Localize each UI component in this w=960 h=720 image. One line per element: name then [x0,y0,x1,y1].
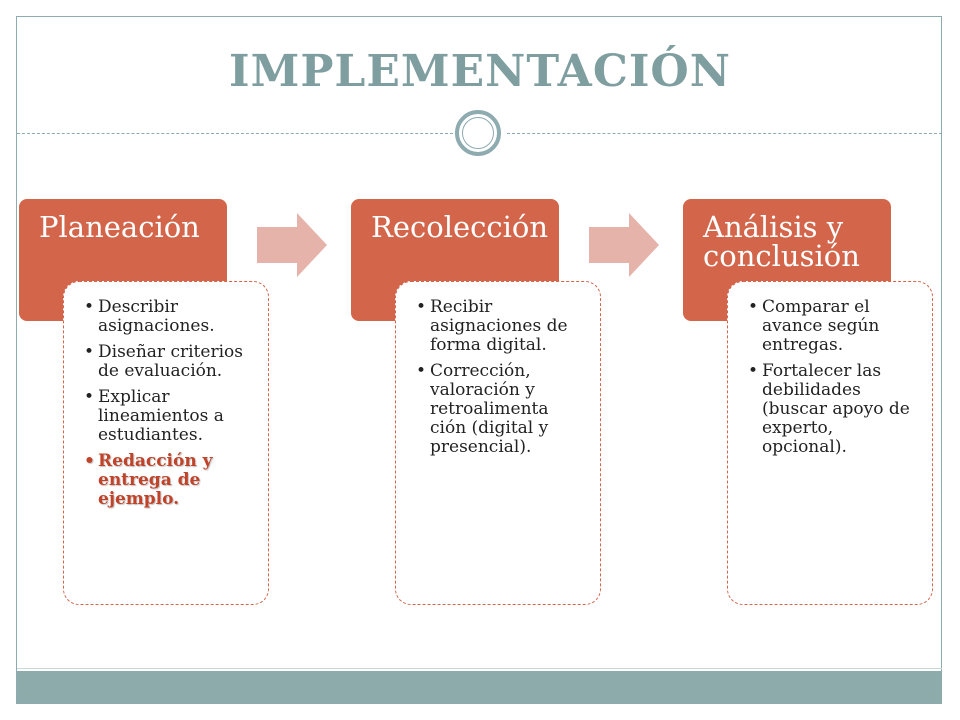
step-content-planeacion: Describir asignaciones. Diseñar criterio… [63,281,269,605]
title-divider-right [507,133,942,134]
list-item: Comparar el avance según entregas. [742,298,918,355]
step-content-recoleccion: Recibir asignaciones de forma digital. C… [395,281,601,605]
arrow-right-icon [257,213,327,277]
step-item-list: Recibir asignaciones de forma digital. C… [410,298,586,457]
slide-frame [16,16,942,704]
title-divider-left [17,133,453,134]
step-heading-text: Planeación [39,210,200,244]
step-item-list: Describir asignaciones. Diseñar criterio… [78,298,254,509]
list-item: Recibir asignaciones de forma digital. [410,298,586,355]
list-item: Describir asignaciones. [78,298,254,336]
list-item-highlighted: Redacción y entrega de ejemplo. [78,452,254,509]
slide-title: IMPLEMENTACIÓN [229,46,731,97]
list-item: Explicar lineamientos a estudiantes. [78,388,254,445]
step-item-list: Comparar el avance según entregas. Forta… [742,298,918,457]
step-content-analisis: Comparar el avance según entregas. Forta… [727,281,933,605]
list-item: Diseñar criterios de evaluación. [78,343,254,381]
step-heading-text: Análisis y conclusión [703,210,860,273]
list-item: Fortalecer las debilidades (buscar apoyo… [742,362,918,457]
step-heading-text: Recolección [371,210,549,244]
footer-divider [17,668,942,669]
footer-bar [17,671,942,703]
list-item: Corrección, valoración y retroalimenta c… [410,362,586,457]
divider-circle-ornament [455,110,501,156]
arrow-right-icon [589,213,659,277]
